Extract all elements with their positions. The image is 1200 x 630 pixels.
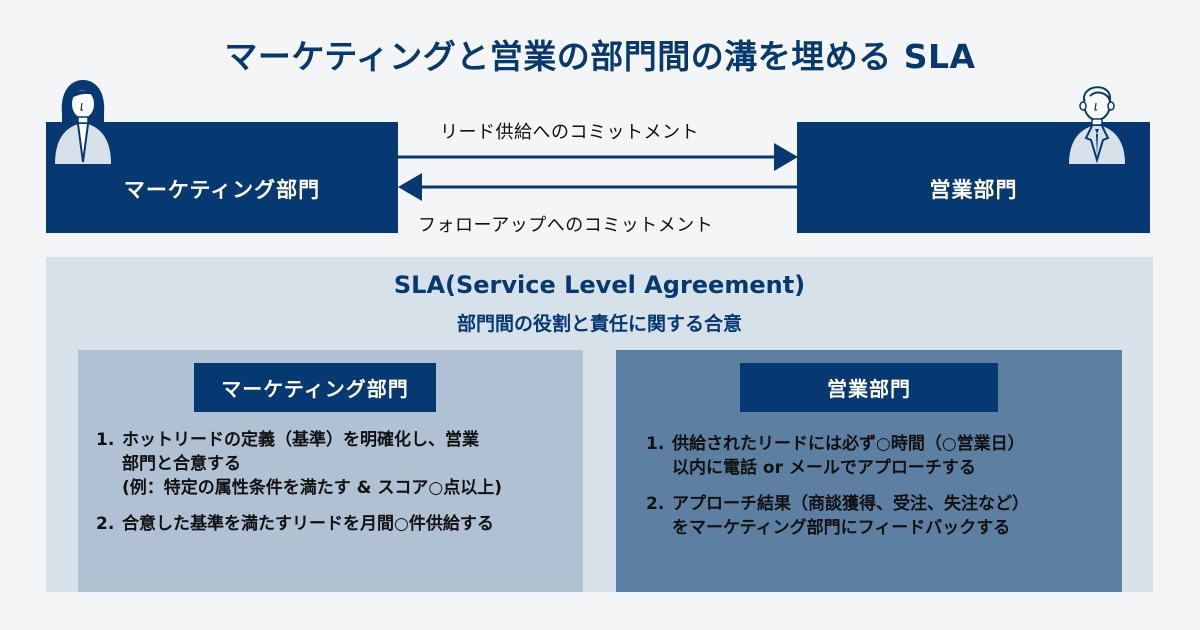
sla-subtitle: 部門間の役割と責任に関する合意 [456, 313, 742, 335]
item-text: ホットリードの定義（基準）を明確化し、営業 部門と合意する (例：特定の属性条件… [122, 430, 503, 498]
item-number: 1. [646, 434, 665, 454]
sales-commitments-card: 営業部門 1. 供給されたリードには必ず○時間（○営業日） 以内に電話 or メ… [616, 350, 1122, 592]
item-number: 2. [646, 494, 665, 514]
item-number: 1. [96, 430, 115, 450]
lead-supply-commitment-label: リード供給へのコミットメント [440, 122, 699, 143]
arrow-to-sales [398, 143, 798, 171]
arrow-to-marketing [398, 173, 798, 201]
sales-card-heading: 営業部門 [740, 363, 998, 412]
item-number: 2. [96, 514, 115, 534]
woman-person-icon [55, 80, 111, 164]
marketing-commitments-card: マーケティング部門 1. ホットリードの定義（基準）を明確化し、営業 部門と合意… [78, 350, 583, 592]
item-text: 合意した基準を満たすリードを月間○件供給する [122, 514, 494, 534]
sales-commitments-list: 1. 供給されたリードには必ず○時間（○営業日） 以内に電話 or メールでアプ… [646, 432, 1116, 552]
list-item: 2. 合意した基準を満たすリードを月間○件供給する [96, 512, 576, 536]
list-item: 2. アプローチ結果（商談獲得、受注、失注など） をマーケティング部門にフィード… [646, 492, 1116, 540]
follow-up-commitment-label: フォローアップへのコミットメント [418, 215, 714, 236]
marketing-commitments-list: 1. ホットリードの定義（基準）を明確化し、営業 部門と合意する (例：特定の属… [96, 428, 576, 548]
diagram-title: マーケティングと営業の部門間の溝を埋める SLA [224, 37, 976, 76]
sla-panel: SLA(Service Level Agreement) 部門間の役割と責任に関… [46, 257, 1153, 592]
item-text: アプローチ結果（商談獲得、受注、失注など） をマーケティング部門にフィードバック… [672, 494, 1029, 538]
marketing-dept-label: マーケティング部門 [123, 177, 321, 202]
commitment-arrows [398, 143, 798, 201]
man-person-icon [1069, 86, 1125, 164]
marketing-card-heading: マーケティング部門 [194, 363, 436, 412]
sales-dept-label: 営業部門 [929, 177, 1018, 202]
item-text: 供給されたリードには必ず○時間（○営業日） 以内に電話 or メールでアプローチ… [672, 434, 1025, 478]
list-item: 1. ホットリードの定義（基準）を明確化し、営業 部門と合意する (例：特定の属… [96, 428, 576, 500]
list-item: 1. 供給されたリードには必ず○時間（○営業日） 以内に電話 or メールでアプ… [646, 432, 1116, 480]
sla-title: SLA(Service Level Agreement) [393, 271, 806, 299]
